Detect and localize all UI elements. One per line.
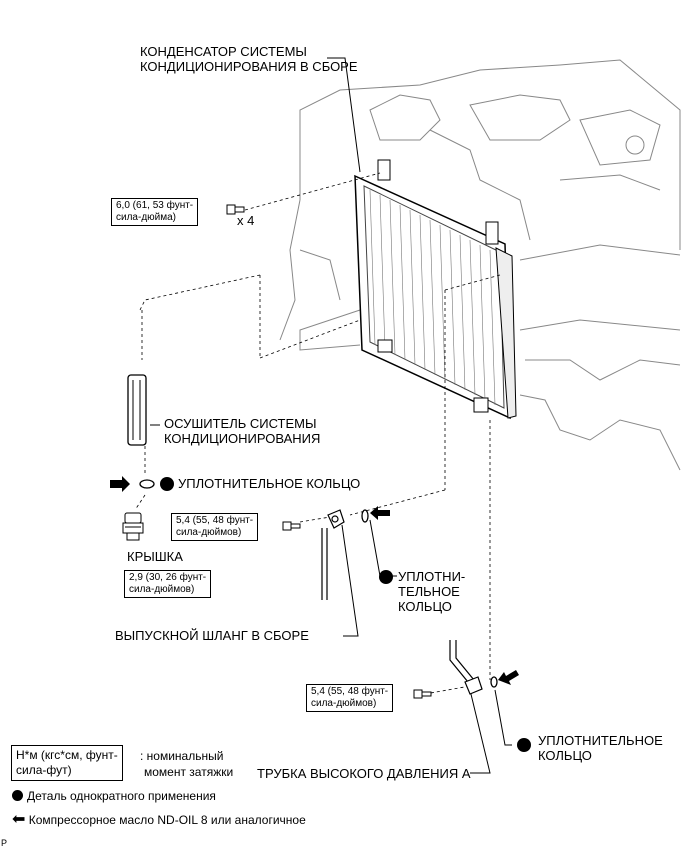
pipe-a-part [449, 640, 483, 695]
oil-arrow-bottom [498, 670, 519, 685]
legend-unit-desc-line2: момент затяжки [144, 765, 234, 779]
torque-box-pipe-bolt: 5,4 (55, 48 фунт- сила-дюймов) [306, 684, 394, 712]
o-ring-bottom-label-line2: КОЛЬЦО [538, 748, 592, 763]
single-use-dot-bottom [517, 738, 531, 752]
cap-part [122, 512, 144, 541]
torque-box-condenser-bolt: 6,0 (61, 53 фунт- сила-дюйма) [111, 198, 199, 226]
condenser-label-line1: КОНДЕНСАТОР СИСТЕМЫ [140, 44, 307, 59]
torque-box-hose-bolt: 5,4 (55, 48 фунт- сила-дюймов) [171, 513, 259, 541]
single-use-dot-mid [379, 570, 393, 584]
oil-arrow-mid [370, 506, 390, 520]
o-ring-top-label: УПЛОТНИТЕЛЬНОЕ КОЛЬЦО [178, 476, 361, 491]
hose-bolt [282, 521, 301, 531]
torque-line1: 5,4 (55, 48 фунт- [311, 686, 389, 697]
condenser-bolt [226, 204, 245, 215]
torque-line2: сила-дюймов) [311, 698, 377, 709]
o-ring-mid-label-line2: ТЕЛЬНОЕ [398, 584, 460, 599]
legend-unit-line1: Н*м (кгс*см, фунт- [16, 748, 118, 762]
condenser-label-line2: КОНДИЦИОНИРОВАНИЯ В СБОРЕ [140, 59, 358, 74]
torque-box-cap: 2,9 (30, 26 фунт- сила-дюймов) [124, 570, 212, 598]
o-ring-mid-label-line3: КОЛЬЦО [398, 599, 452, 614]
dryer-cartridge [127, 374, 147, 446]
legend-single-use-text: Деталь однократного применения [27, 789, 216, 803]
torque-line2: сила-дюйма) [116, 212, 176, 223]
engine-bay-outline [279, 59, 681, 471]
legend-unit-box: Н*м (кгс*см, фунт- сила-фут) [11, 745, 123, 781]
cap-label: КРЫШКА [127, 549, 183, 564]
quantity-label: x 4 [237, 213, 255, 228]
dryer-label-line2: КОНДИЦИОНИРОВАНИЯ [164, 431, 321, 446]
o-ring-top [139, 479, 155, 489]
legend-single-use: Деталь однократного применения [12, 788, 216, 804]
legend-oil: ⬅ Компрессорное масло ND-OIL 8 или анало… [12, 812, 306, 828]
pipe-bolt [413, 689, 432, 699]
o-ring-bottom-label-line1: УПЛОТНИТЕЛЬНОЕ [538, 733, 663, 748]
arrow-left-icon: ⬅ [12, 811, 26, 828]
oil-arrow-top [110, 476, 130, 492]
page-marker: P [1, 838, 8, 848]
discharge-hose-label: ВЫПУСКНОЙ ШЛАНГ В СБОРЕ [115, 628, 309, 643]
condenser-body [354, 159, 517, 420]
torque-line1: 6,0 (61, 53 фунт- [116, 200, 194, 211]
filled-circle-icon [12, 790, 23, 801]
discharge-hose-part [321, 509, 345, 600]
legend-unit-desc-line1: : номинальный [140, 749, 224, 763]
legend-oil-text: Компрессорное масло ND-OIL 8 или аналоги… [28, 813, 306, 827]
torque-line2: сила-дюймов) [129, 584, 195, 595]
torque-line1: 2,9 (30, 26 фунт- [129, 572, 207, 583]
legend-unit-line2: сила-фут) [16, 763, 72, 777]
leader-lines [150, 57, 512, 774]
o-ring-mid [361, 509, 369, 523]
pipe-a-label: ТРУБКА ВЫСОКОГО ДАВЛЕНИЯ А [257, 766, 471, 781]
o-ring-mid-label-line1: УПЛОТНИ- [398, 569, 466, 584]
dashed-leader-lines [134, 172, 501, 695]
torque-line1: 5,4 (55, 48 фунт- [176, 515, 254, 526]
o-ring-bottom [490, 676, 498, 688]
dryer-label-line1: ОСУШИТЕЛЬ СИСТЕМЫ [164, 416, 317, 431]
torque-line2: сила-дюймов) [176, 527, 242, 538]
single-use-dot-top [160, 477, 174, 491]
